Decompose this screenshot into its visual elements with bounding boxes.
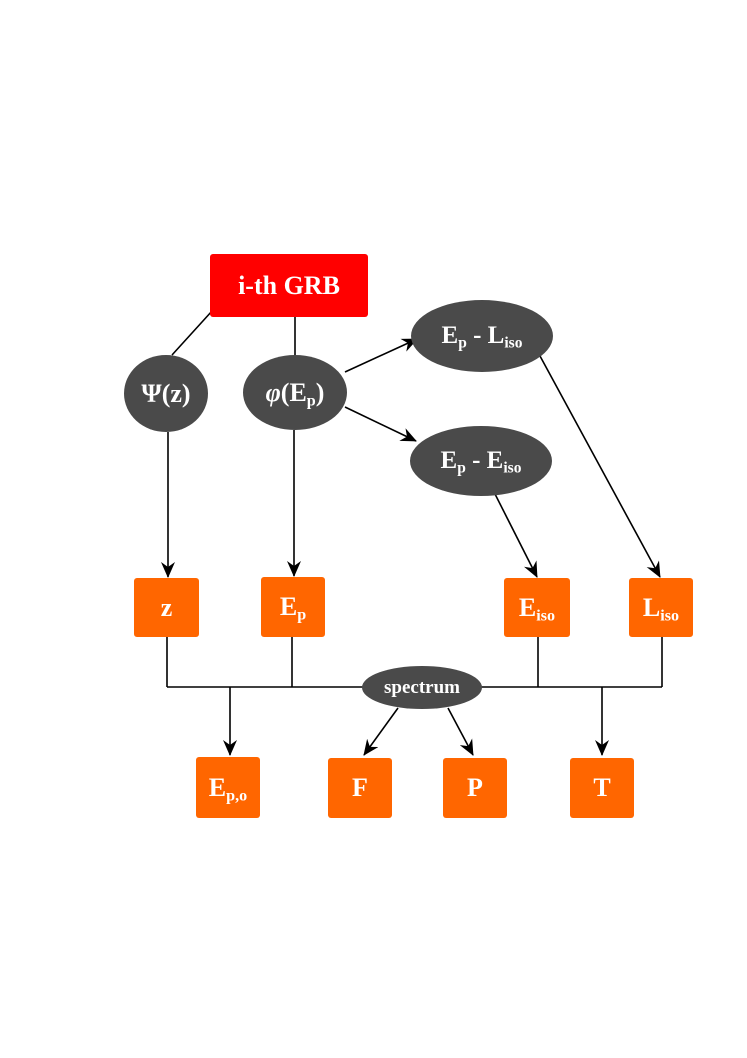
edge-spectrum-f	[363, 707, 399, 756]
spectrum-label: spectrum	[384, 676, 460, 698]
phi-node: φ(Ep)	[243, 355, 347, 430]
eiso-label: Eiso	[518, 592, 556, 624]
edge-epeiso-eiso	[494, 493, 538, 578]
liso-node: Liso	[629, 578, 693, 637]
grb-label: i-th GRB	[238, 270, 340, 300]
f-node: F	[328, 758, 392, 818]
ep-liso-node: Ep - Liso	[411, 300, 553, 372]
ep-eiso-label: Ep - Eiso	[440, 447, 522, 477]
epo-node: Ep,o	[196, 757, 260, 818]
psi-label: Ψ(z)	[141, 378, 191, 408]
ep-node: Ep	[261, 577, 325, 637]
ep-eiso-node: Ep - Eiso	[410, 426, 552, 496]
phi-label: φ(Ep)	[265, 377, 325, 409]
epo-label: Ep,o	[208, 772, 248, 804]
eiso-node: Eiso	[504, 578, 570, 637]
t-label: T	[593, 773, 611, 802]
z-node: z	[134, 578, 199, 637]
p-label: P	[467, 773, 483, 802]
psi-node: Ψ(z)	[124, 355, 208, 432]
edge-epliso-liso	[539, 355, 661, 578]
liso-label: Liso	[642, 592, 680, 624]
ep-label: Ep	[279, 592, 307, 624]
z-label: z	[160, 592, 173, 622]
edge-phi-epeiso	[344, 406, 417, 442]
ep-liso-label: Ep - Liso	[441, 322, 523, 352]
edge-grb-psi	[171, 310, 213, 356]
spectrum-node: spectrum	[362, 666, 482, 709]
p-node: P	[443, 758, 507, 818]
edge-phi-epliso	[344, 338, 418, 373]
edge-spectrum-p	[447, 707, 474, 756]
f-label: F	[352, 773, 368, 802]
t-node: T	[570, 758, 634, 818]
grb-node: i-th GRB	[210, 254, 368, 317]
